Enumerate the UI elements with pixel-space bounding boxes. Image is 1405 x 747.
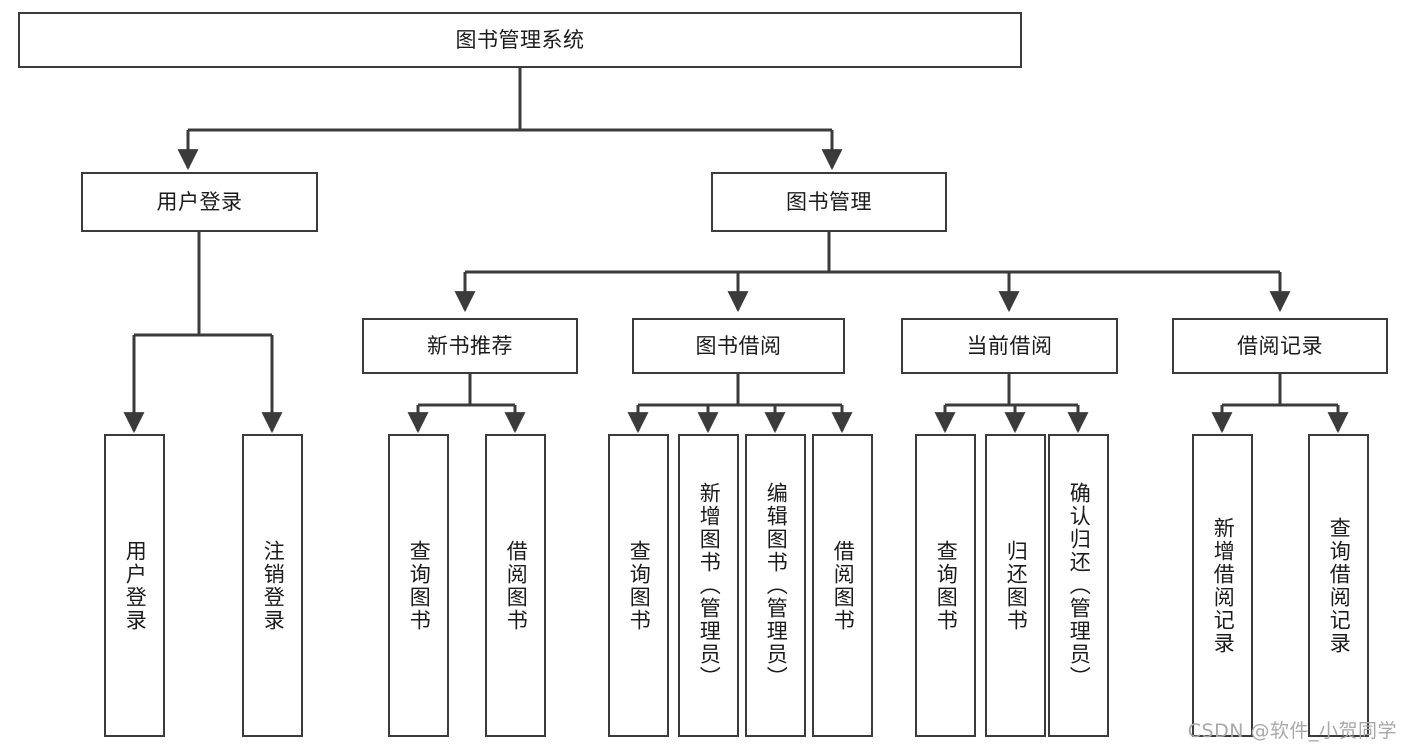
- leaf-new-book-1[interactable]: 查询图书: [388, 434, 449, 737]
- node-book-borrow-label: 图书借阅: [695, 333, 782, 358]
- leaf-borrow-record-2[interactable]: 查询借阅记录: [1308, 434, 1369, 737]
- leaf-book-borrow-2[interactable]: 新增图书（管理员）: [678, 434, 739, 737]
- leaf-book-borrow-4[interactable]: 借阅图书: [812, 434, 873, 737]
- leaf-current-borrow-1-label: 查询图书: [934, 539, 959, 632]
- leaf-user-login-1[interactable]: 用户登录: [104, 434, 165, 737]
- leaf-current-borrow-3-label: 确认归还（管理员）: [1067, 482, 1092, 689]
- leaf-book-borrow-3[interactable]: 编辑图书（管理员）: [745, 434, 806, 737]
- node-book-management[interactable]: 图书管理: [711, 172, 947, 232]
- node-current-borrow-label: 当前借阅: [966, 333, 1053, 358]
- leaf-current-borrow-2-label: 归还图书: [1004, 539, 1029, 632]
- leaf-borrow-record-1[interactable]: 新增借阅记录: [1192, 434, 1253, 737]
- watermark: CSDN @软件_小贺同学: [1187, 720, 1397, 742]
- leaf-book-borrow-4-label: 借阅图书: [831, 539, 856, 632]
- leaf-borrow-record-2-label: 查询借阅记录: [1327, 516, 1352, 655]
- node-user-login[interactable]: 用户登录: [81, 172, 318, 232]
- leaf-current-borrow-2[interactable]: 归还图书: [985, 434, 1046, 737]
- leaf-user-login-1-label: 用户登录: [123, 539, 148, 632]
- leaf-user-login-2[interactable]: 注销登录: [242, 434, 303, 737]
- leaf-book-borrow-3-label: 编辑图书（管理员）: [764, 482, 789, 689]
- leaf-new-book-2-label: 借阅图书: [504, 539, 529, 632]
- leaf-book-borrow-1[interactable]: 查询图书: [608, 434, 669, 737]
- node-borrow-record[interactable]: 借阅记录: [1172, 318, 1388, 374]
- node-root-label: 图书管理系统: [455, 27, 585, 52]
- leaf-user-login-2-label: 注销登录: [261, 539, 286, 632]
- leaf-new-book-2[interactable]: 借阅图书: [485, 434, 546, 737]
- leaf-borrow-record-1-label: 新增借阅记录: [1211, 516, 1236, 655]
- leaf-current-borrow-1[interactable]: 查询图书: [915, 434, 976, 737]
- node-current-borrow[interactable]: 当前借阅: [901, 318, 1118, 374]
- leaf-current-borrow-3[interactable]: 确认归还（管理员）: [1048, 434, 1109, 737]
- leaf-book-borrow-2-label: 新增图书（管理员）: [697, 482, 722, 689]
- node-new-book-recommend[interactable]: 新书推荐: [362, 318, 578, 374]
- leaf-new-book-1-label: 查询图书: [407, 539, 432, 632]
- node-borrow-record-label: 借阅记录: [1237, 333, 1323, 358]
- node-user-login-label: 用户登录: [156, 189, 243, 214]
- leaf-book-borrow-1-label: 查询图书: [627, 539, 652, 632]
- node-root[interactable]: 图书管理系统: [18, 12, 1022, 68]
- node-book-borrow[interactable]: 图书借阅: [632, 318, 845, 374]
- node-new-book-recommend-label: 新书推荐: [427, 333, 513, 358]
- node-book-management-label: 图书管理: [786, 189, 872, 214]
